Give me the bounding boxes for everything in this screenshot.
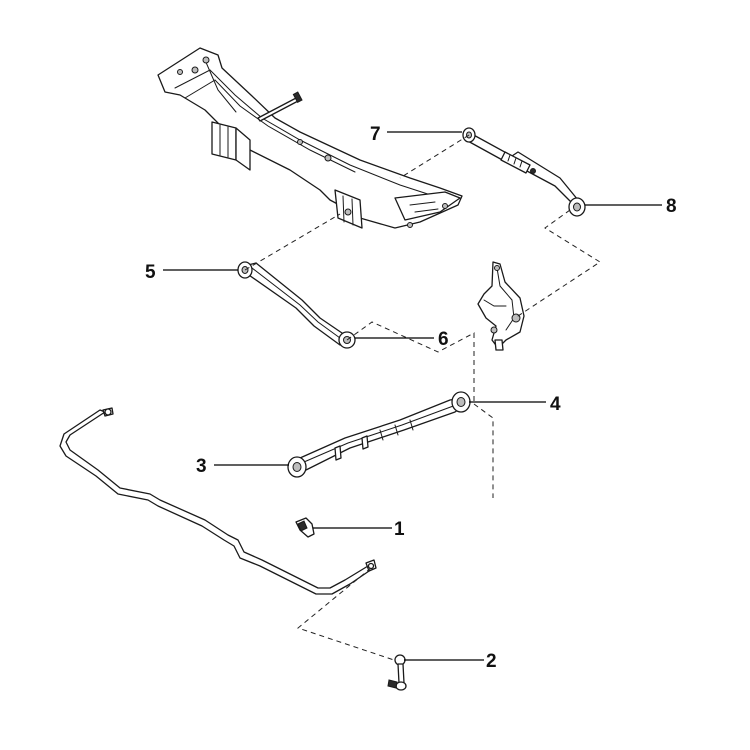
upper-lateral-arm bbox=[462, 127, 586, 217]
callout-2: 2 bbox=[486, 651, 497, 672]
rear-crossmember bbox=[157, 47, 463, 229]
callout-5: 5 bbox=[145, 262, 156, 283]
callout-1: 1 bbox=[394, 519, 405, 540]
trailing-arm bbox=[287, 391, 471, 478]
callout-7: 7 bbox=[370, 124, 381, 145]
callout-8: 8 bbox=[666, 196, 677, 217]
leader-lines bbox=[163, 131, 662, 661]
assembly-lines bbox=[244, 134, 601, 661]
lower-lateral-arm bbox=[237, 261, 356, 349]
callout-labels: 1 2 3 4 5 6 7 8 bbox=[145, 124, 677, 672]
callout-6: 6 bbox=[438, 329, 449, 350]
callout-3: 3 bbox=[196, 456, 207, 477]
stabilizer-clamp bbox=[295, 517, 315, 538]
stabilizer-link bbox=[387, 654, 407, 691]
callout-4: 4 bbox=[550, 394, 561, 415]
rear-knuckle bbox=[477, 261, 525, 351]
stabilizer-bar bbox=[59, 407, 377, 595]
